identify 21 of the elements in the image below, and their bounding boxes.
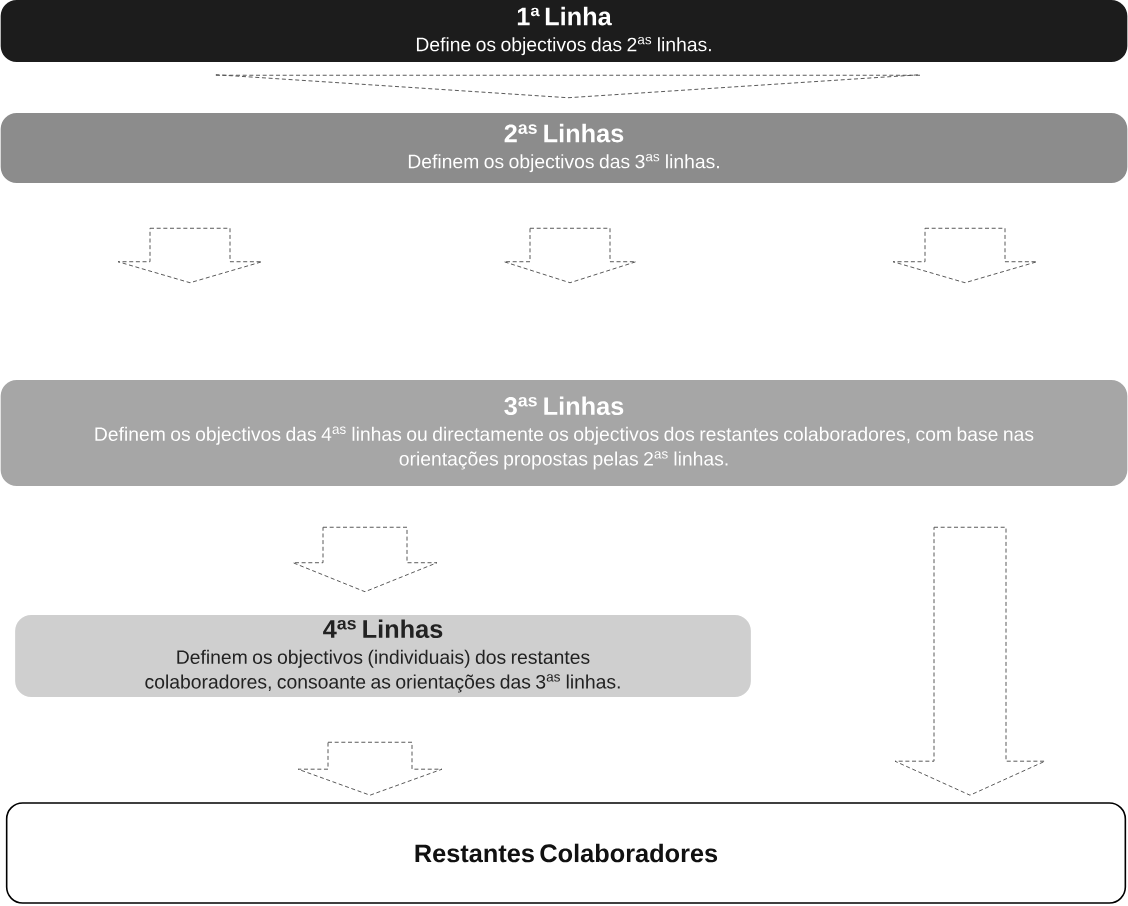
- tier-description: Define os objectivos das 2$^{as}$ linhas.: [416, 36, 711, 56]
- block-arrow: [292, 526, 438, 593]
- tier-box: [0, 0, 1128, 62]
- tier-heading: 1ª Linha: [517, 6, 612, 26]
- tier-heading: 4$^{as}$ Linhas: [323, 619, 443, 639]
- tier-description: Definem os objectivos das 4$^{as}$ linhas ou directamente os objectivos dos restantes colaboradores, com base nas orientações propostas pelas 2$^{as}$ linhas.: [95, 426, 1034, 470]
- block-arrow: [892, 227, 1038, 284]
- block-arrow: [117, 227, 263, 284]
- tier-heading: 3$^{as}$ Linhas: [504, 396, 624, 416]
- block-arrow: [894, 526, 1046, 796]
- tier-description: Definem os objectivos das 3$^{as}$ linhas.: [408, 153, 719, 173]
- tier-box: [0, 113, 1128, 183]
- tier-box: [0, 380, 1128, 486]
- tier-box: [15, 615, 751, 697]
- block-arrow: [503, 227, 637, 284]
- tier-heading: 2$^{as}$ Linhas: [504, 123, 624, 143]
- block-arrow: [297, 741, 443, 796]
- block-arrow: [215, 74, 921, 99]
- tier-box: [5, 802, 1127, 904]
- tier-description: Definem os objectivos (individuais) dos restantes colaboradores, consoante as orientações das 3$^{as}$ linhas.: [145, 649, 620, 693]
- tier-heading: Restantes Colaboradores: [415, 843, 718, 863]
